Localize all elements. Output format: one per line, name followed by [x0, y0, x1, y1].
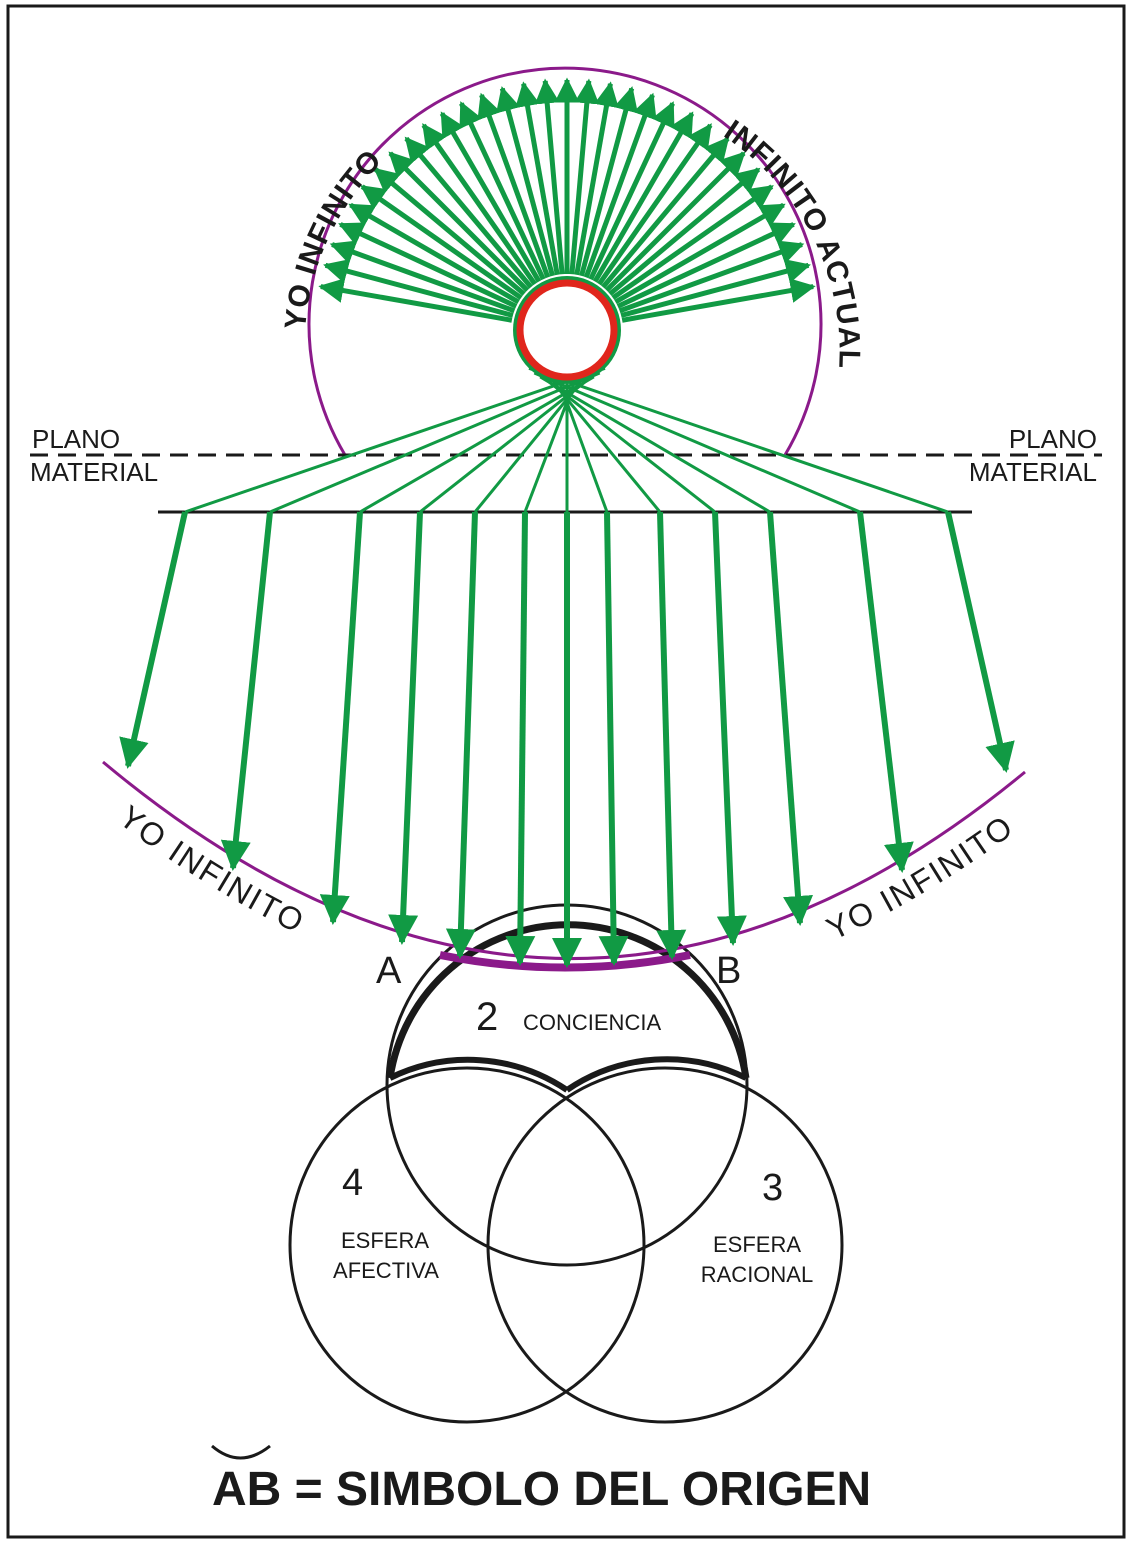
core-to-plane-ray	[359, 375, 595, 514]
descending-arrow	[119, 511, 188, 769]
descending-arrow	[656, 511, 687, 960]
radial-arrow	[604, 151, 746, 293]
caption: AB = SIMBOLO DEL ORIGEN	[212, 1463, 871, 1516]
core-to-plane-ray	[558, 383, 609, 513]
descending-arrow	[445, 511, 478, 959]
radial-arrow	[360, 184, 523, 300]
descending-rays	[119, 366, 1015, 968]
radial-arrow	[404, 136, 533, 289]
descending-arrow	[857, 511, 914, 873]
radial-arrow	[597, 123, 713, 286]
core-red-ring	[516, 279, 618, 381]
sphere-4-name-2: AFECTIVA	[333, 1258, 439, 1283]
descending-arrow	[598, 511, 629, 966]
radial-arrow	[323, 259, 514, 318]
radial-arrow	[588, 101, 675, 281]
radial-arrow	[534, 78, 565, 275]
sphere-2-name: CONCIENCIA	[523, 1010, 661, 1035]
radial-arrow	[618, 240, 805, 314]
radial-arrow	[496, 86, 555, 277]
radial-arrow	[329, 240, 516, 314]
radial-arrow	[569, 78, 600, 275]
descending-arrow	[388, 511, 423, 945]
descending-arrow	[945, 511, 1015, 773]
radial-arrow	[338, 222, 518, 309]
radial-arrow	[439, 111, 542, 283]
core-to-plane-ray	[473, 381, 583, 513]
sphere-3-name-2: RACIONAL	[701, 1262, 813, 1287]
descending-arrow	[319, 511, 363, 925]
radial-arrow	[348, 202, 520, 305]
sphere-2-number: 2	[476, 995, 498, 1039]
radial-arrow	[579, 86, 638, 277]
radial-arrow	[601, 136, 730, 289]
plano-left-label-1: PLANO	[32, 424, 120, 454]
core-to-plane-ray	[539, 375, 771, 514]
core-to-plane-ray	[419, 378, 589, 514]
sphere-3-number: 3	[762, 1167, 783, 1209]
descending-arrow	[712, 511, 747, 946]
radial-arrow	[583, 92, 657, 279]
descending-arrow	[767, 511, 813, 926]
radial-arrow	[621, 278, 816, 323]
sphere-4-name-1: ESFERA	[341, 1228, 429, 1253]
core-to-plane-ray	[528, 366, 949, 514]
sphere-3-racional	[486, 1066, 844, 1424]
radial-arrow	[574, 81, 619, 276]
point-a-label: A	[376, 950, 402, 992]
core-to-plane-ray	[545, 378, 716, 514]
radial-arrow	[620, 259, 811, 318]
ab-arc-symbol	[211, 1444, 271, 1460]
radial-arrow	[592, 111, 695, 283]
radial-arrow	[515, 81, 560, 276]
radial-arrow	[388, 151, 530, 293]
sphere-4-number: 4	[342, 1162, 363, 1204]
radial-arrow	[459, 101, 546, 281]
sphere-3-name-1: ESFERA	[713, 1232, 801, 1257]
outer-frame	[6, 4, 1126, 1539]
top-infinito-arc	[307, 66, 823, 456]
descending-arrow	[220, 511, 273, 871]
radial-arrow	[373, 167, 526, 296]
radial-arrow	[318, 278, 513, 323]
core-to-plane-ray	[533, 371, 861, 514]
radial-arrow	[421, 123, 537, 286]
core-to-plane-ray	[551, 381, 662, 513]
plano-right-label-2: MATERIAL	[969, 457, 1097, 487]
plano-right-label-1: PLANO	[1009, 424, 1097, 454]
core-to-plane-ray	[184, 366, 606, 514]
radial-arrow	[608, 167, 761, 296]
conciencia-inner-bold-left	[388, 1056, 569, 1093]
plano-left-label-2: MATERIAL	[30, 457, 158, 487]
lower-left-arc-label: YO INFINITO	[113, 798, 311, 940]
radial-arrow	[614, 202, 786, 305]
radial-arrow	[477, 92, 551, 279]
point-b-label: B	[716, 950, 741, 992]
core-to-plane-ray	[269, 371, 601, 514]
top-right-arc-label: INFINITO ACTUAL	[718, 114, 865, 370]
sphere-4-afectiva	[288, 1066, 646, 1424]
conciencia-inner-bold-right	[565, 1056, 748, 1093]
descending-arrow	[505, 511, 536, 966]
lower-right-arc-label: YO INFINITO	[821, 808, 1021, 947]
radial-arrow	[616, 222, 796, 309]
radial-arrows	[318, 77, 816, 323]
radial-arrow	[611, 184, 774, 300]
